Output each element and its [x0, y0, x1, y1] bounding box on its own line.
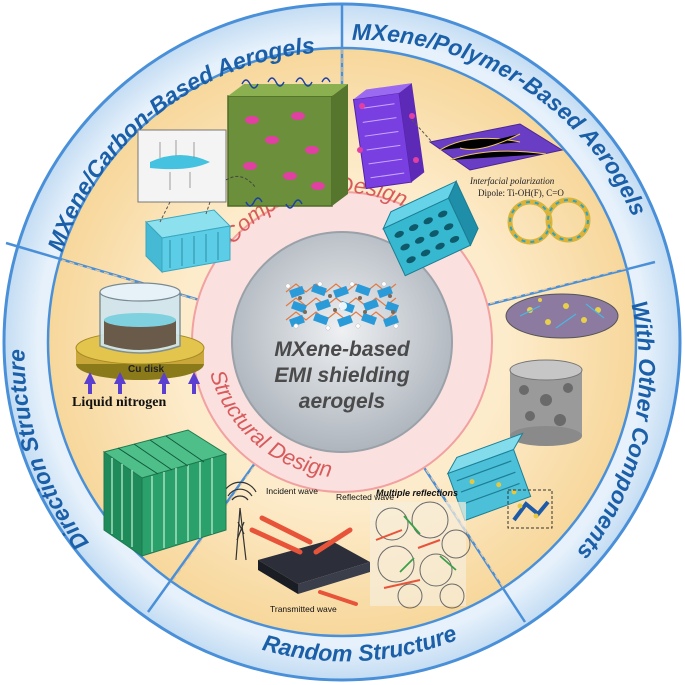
multiple-reflections-label: Multiple reflections: [376, 488, 458, 498]
mxene-structure-illustration: [285, 281, 400, 331]
random-structure-illustration: Incident wave Reflected wave Transmitted…: [223, 481, 471, 614]
transmitted-wave-label: Transmitted wave: [270, 604, 337, 614]
liquid-nitrogen-label: Liquid nitrogen: [72, 395, 166, 410]
dipole-label: Dipole: Ti-OH(F), C=O: [478, 188, 564, 198]
center-title-line2: EMI shielding: [274, 364, 410, 387]
center-title-line3: aerogels: [299, 390, 385, 413]
interfacial-polarization-label: Interfacial polarization: [469, 176, 555, 186]
direction-structure-illustration: Cu disk Liquid nitrogen: [72, 282, 228, 557]
reflected-wave-label: Reflected wave: [336, 492, 394, 502]
other-components-illustration: [446, 293, 619, 529]
center-title-line1: MXene-based: [274, 338, 411, 361]
aligned-green-block: [102, 429, 228, 557]
polymer-aerogel-illustration: Interfacial polarization Dipole: Ti-OH(F…: [352, 83, 591, 277]
incident-wave-label: Incident wave: [266, 486, 318, 496]
cu-disk-label: Cu disk: [128, 364, 165, 375]
carbon-aerogel-illustration: [137, 77, 348, 274]
